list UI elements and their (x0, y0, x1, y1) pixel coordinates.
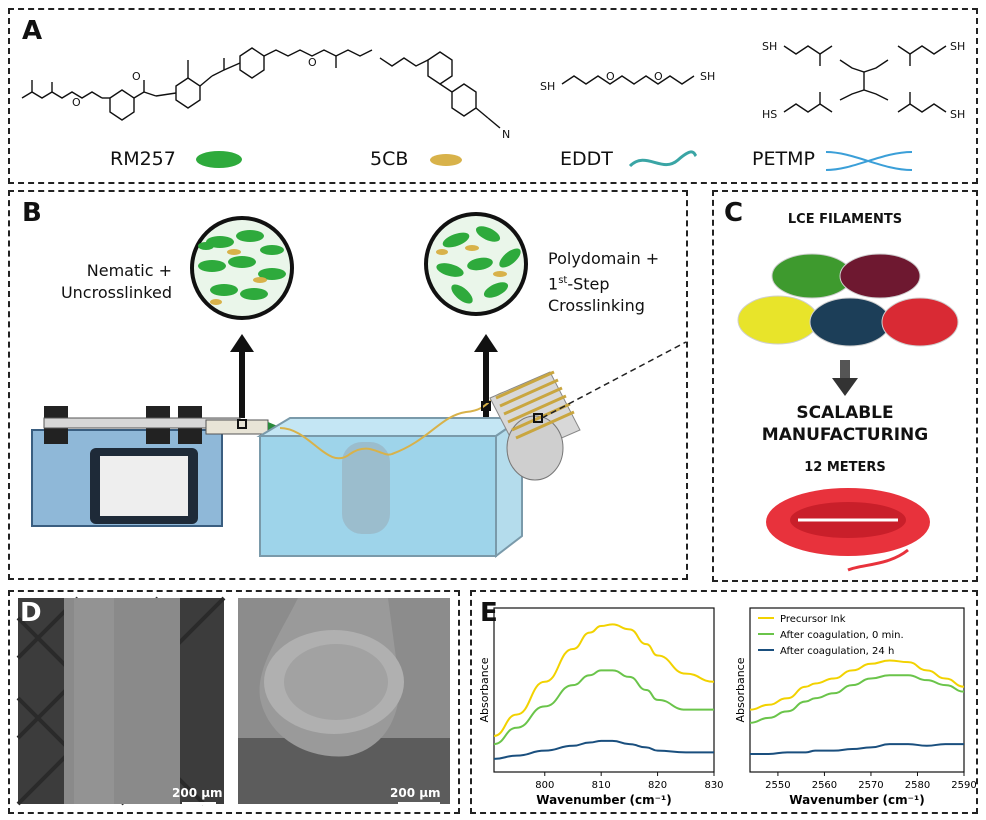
panel-a-label: A (22, 16, 43, 46)
step-word: -Step (567, 274, 610, 294)
sem-scale-label-1: 200 μm (172, 786, 223, 800)
sample-point-marker (237, 419, 247, 429)
sem-scale-label-2: 200 μm (390, 786, 441, 800)
eddt-thiol-left: SH (540, 80, 555, 93)
rm257-ellipse (196, 151, 242, 168)
left-chart-plot-frame (493, 607, 715, 773)
nematic-circle (190, 216, 294, 320)
right-chart-series-line-1 (749, 674, 965, 724)
left-chart-x-tick-label: 830 (704, 780, 723, 791)
petmp-thiol-1: SH (762, 40, 777, 53)
right-chart-x-tick-label: 2560 (812, 780, 837, 791)
spool-red (881, 297, 959, 347)
lce-filaments-title: LCE FILAMENTS (787, 212, 903, 227)
right-chart-legend-label-0: Precursor Ink (780, 614, 846, 625)
leader-line (541, 341, 687, 419)
panel-a-structures: O O O N SH O O SH SH SH HS SH (21, 40, 965, 141)
eddt-squiggle (628, 150, 698, 168)
right-chart-x-tick-label: 2580 (905, 780, 930, 791)
eddt-label: EDDT (560, 148, 613, 170)
left-chart-series-line-2 (493, 739, 714, 760)
syringe-pump (31, 406, 280, 527)
state-label-polydomain: Polydomain + 1st-Step Crosslinking (548, 248, 659, 317)
left-chart-series-line-1 (493, 669, 714, 746)
5cb-nitrogen-atom: N (502, 128, 510, 141)
polydomain-line-1: Polydomain + (548, 249, 660, 268)
panel-e-label: E (480, 598, 498, 628)
eddt-oxygen-atom-2: O (654, 70, 663, 83)
sem-image-cross-section (238, 598, 450, 804)
petmp-thiol-2: SH (950, 40, 965, 53)
down-arrow-icon (832, 360, 858, 396)
panel-d (8, 590, 460, 814)
sem-scale-bar-2 (398, 802, 440, 805)
polydomain-circle (424, 212, 528, 316)
eddt-oxygen-atom-1: O (606, 70, 615, 83)
rm257-oxygen-atom: O (72, 96, 81, 109)
right-chart-x-tick-label: 2550 (765, 780, 790, 791)
spool-maroon (839, 253, 921, 299)
left-chart-x-tick-label: 800 (535, 780, 554, 791)
panel-e (470, 590, 978, 814)
rm257-acrylate-oxygen-atom: O (308, 56, 317, 69)
red-filament-coil (766, 488, 930, 572)
petmp-squiggle (825, 151, 913, 171)
step-ordinal: st (558, 275, 568, 286)
right-chart-series-line-0 (749, 659, 965, 711)
right-chart-x-axis-label: Wavenumber (cm⁻¹) (789, 793, 924, 807)
right-chart-series-line-2 (749, 743, 964, 755)
spool-navy (809, 297, 891, 347)
right-chart-plot-frame (749, 607, 965, 773)
scalable-manufacturing-label: SCALABLE MANUFACTURING (761, 403, 929, 445)
panel-b (8, 190, 688, 580)
5cb-label: 5CB (370, 148, 409, 170)
panel-b-label: B (22, 198, 42, 228)
polydomain-line-2: 1st-Step (548, 270, 659, 295)
left-chart-series-line-0 (493, 623, 715, 737)
eddt-thiol-right: SH (700, 70, 715, 83)
filament-spools (737, 253, 959, 347)
panel-a (8, 8, 978, 184)
left-chart-x-tick-label: 820 (648, 780, 667, 791)
5cb-ellipse (430, 154, 462, 166)
panel-d-label: D (20, 598, 42, 628)
right-chart-legend-label-2: After coagulation, 24 h (780, 646, 894, 657)
sem-scale-bar-1 (182, 802, 216, 805)
filament-path (279, 391, 507, 460)
petmp-thiol-4: SH (950, 108, 965, 121)
left-chart-x-axis-label: Wavenumber (cm⁻¹) (536, 793, 671, 807)
rm257-label: RM257 (110, 148, 176, 170)
petmp-label: PETMP (752, 148, 815, 170)
right-chart-y-axis-label: Absorbance (734, 657, 747, 722)
panel-c (712, 190, 978, 582)
right-chart-legend-label-1: After coagulation, 0 min. (780, 630, 904, 641)
panel-b-illustration (31, 212, 687, 559)
step-number: 1 (548, 274, 559, 294)
polydomain-line-3: Crosslinking (548, 296, 645, 316)
left-chart-x-tick-label: 810 (592, 780, 611, 791)
right-chart-x-tick-label: 2590 (951, 780, 976, 791)
right-chart-x-tick-label: 2570 (858, 780, 883, 791)
left-chart-y-axis-label: Absorbance (478, 657, 491, 722)
coagulation-bath (256, 416, 526, 559)
spool-yellow (737, 295, 819, 345)
panel-c-label: C (724, 198, 744, 228)
rm257-carbonyl-oxygen-atom: O (132, 70, 141, 83)
petmp-thiol-3: HS (762, 108, 777, 121)
state-label-nematic: Nematic + Uncrosslinked (60, 261, 172, 302)
length-label: 12 METERS (804, 460, 886, 475)
sem-image-side (16, 596, 226, 806)
